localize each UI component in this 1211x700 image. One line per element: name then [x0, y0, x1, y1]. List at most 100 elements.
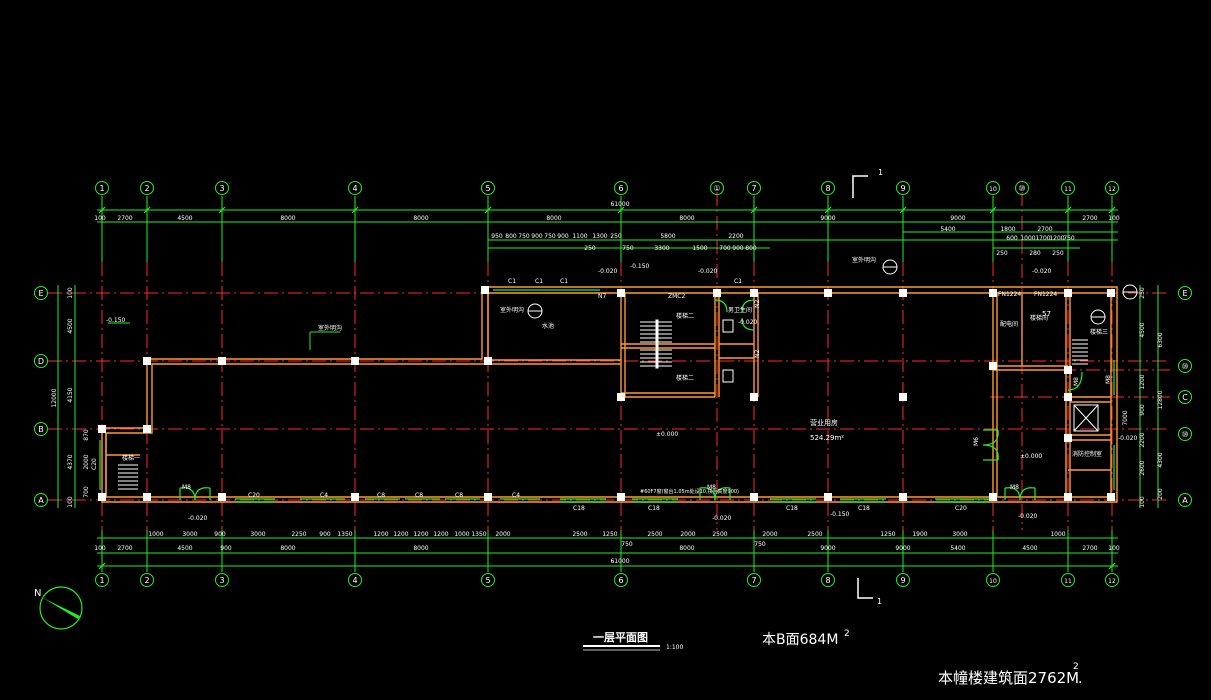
- c4-2: C4: [512, 492, 520, 499]
- level-m0150-top: -0.150: [630, 263, 650, 270]
- axis-bubble-left-3-label: A: [38, 496, 44, 505]
- right-dim-4: 1200: [1139, 374, 1146, 389]
- axis-bubble-bottom-9-label: 10: [989, 578, 997, 585]
- drain-label-left: 室外明沟: [318, 324, 342, 332]
- top-detail-21: 3300: [654, 245, 669, 252]
- axis-bubble-right-3: ⑩: [1178, 427, 1192, 441]
- top-span-7: 9000: [820, 215, 835, 222]
- building-area-sup: 2: [1073, 662, 1079, 672]
- section-mark-top: 1: [878, 168, 883, 177]
- left-dim-2: 4150: [67, 387, 74, 402]
- c18-1: C18: [573, 505, 585, 512]
- left-dim-4: 12000: [51, 388, 58, 407]
- axis-bubble-top-12: 11: [1061, 181, 1075, 195]
- column-11: [351, 357, 359, 365]
- column-26: [484, 493, 492, 501]
- axis-bubble-top-4: 5: [481, 181, 495, 195]
- stair1-label: 楼梯二: [676, 312, 694, 320]
- column-18: [1064, 393, 1072, 401]
- left-dim-3: 4370: [67, 454, 74, 469]
- column-25: [351, 493, 359, 501]
- axis-bubble-right-3-label: ⑩: [1181, 430, 1188, 439]
- column-14: [750, 393, 758, 401]
- c1-3: C1: [560, 278, 568, 285]
- dimension-texts: 61000 100 2700 4500 8000 8000 8000 8000 …: [94, 201, 1120, 565]
- bottom-detail-16: 2500: [647, 531, 662, 538]
- axis-bubble-top-10: 10: [986, 181, 1000, 195]
- lift-shaft: [1073, 404, 1099, 432]
- bottom-span-3: 900: [220, 545, 232, 552]
- top-detail-18: 750: [1063, 235, 1075, 242]
- axis-bubble-top-11-label: ⑩: [1018, 184, 1025, 193]
- column-12: [484, 357, 492, 365]
- level-m0020-top2: -0.020: [698, 268, 718, 275]
- building-area-suffix: .: [1078, 671, 1082, 687]
- area-note-sup: 2: [844, 629, 850, 639]
- axis-bubble-bottom-10: 11: [1061, 573, 1075, 587]
- bottom-detail-2: 900: [214, 531, 226, 538]
- walls: [101, 286, 1118, 503]
- column-28: [750, 493, 758, 501]
- axis-bubble-top-1-label: 2: [144, 184, 149, 193]
- column-7: [1064, 289, 1072, 297]
- title-block: 一层平面图 1:100: [583, 631, 683, 651]
- level-m0020-top3: -0.020: [1032, 268, 1052, 275]
- column-31: [989, 493, 997, 501]
- column-10: [218, 357, 226, 365]
- drawing-title: 一层平面图: [593, 631, 648, 644]
- left-dim-8: 700: [83, 486, 90, 498]
- bottom-detail-5: 900: [319, 531, 331, 538]
- column-3: [750, 289, 758, 297]
- door-m8-mid: [699, 487, 731, 501]
- top-detail-26: 250: [996, 250, 1008, 257]
- right-dimension-texts: 250 4500 12800 6300 1200 900 2200 4300 2…: [1122, 287, 1164, 508]
- bottom-detail-7: 1200: [373, 531, 388, 538]
- level-m0150-left: -0.150: [106, 317, 126, 324]
- axis-bubble-bottom-11-label: 12: [1108, 578, 1116, 585]
- top-span-10: 100: [1108, 215, 1120, 222]
- c20-1: C20: [248, 492, 260, 499]
- axis-bubble-bottom-2: 3: [215, 573, 229, 587]
- room-area-label: 524.29m²: [810, 434, 844, 442]
- axis-bubble-bottom-4-label: 5: [485, 576, 490, 585]
- axis-bubble-top-12-label: 11: [1064, 186, 1072, 193]
- stair2-label: 楼梯三: [1090, 328, 1108, 336]
- c20-2: C20: [955, 505, 967, 512]
- top-detail-20: 750: [622, 245, 634, 252]
- bottom-span-5: 8000: [413, 545, 428, 552]
- section-cut-top: [852, 175, 868, 198]
- c8-1: C8: [377, 492, 385, 499]
- right-dim-6: 2200: [1139, 432, 1146, 447]
- column-23: [143, 493, 151, 501]
- right-dim-10: 200: [1157, 488, 1164, 500]
- bottom-detail-20: 2500: [807, 531, 822, 538]
- drawing-scale: 1:100: [666, 644, 683, 651]
- bottom-detail-12: 1350: [471, 531, 486, 538]
- bottom-detail-15: 1250: [602, 531, 617, 538]
- column-29: [824, 493, 832, 501]
- c1-4: C1: [734, 278, 742, 285]
- axis-bubble-top-3-label: 4: [352, 184, 357, 193]
- axis-bubble-bottom-2-label: 3: [219, 576, 224, 585]
- axis-bubble-top-0: 1: [95, 181, 109, 195]
- top-span-8: 9000: [950, 215, 965, 222]
- column-27: [617, 493, 625, 501]
- bottom-span-1: 2700: [117, 545, 132, 552]
- bottom-span-12: 4500: [1022, 545, 1037, 552]
- building-area-note: 本幢楼建筑面2762M: [938, 669, 1079, 687]
- n2-1: N2: [754, 300, 761, 308]
- column-15: [899, 393, 907, 401]
- top-detail-3: 900: [531, 233, 543, 240]
- axis-bubble-bottom-3-label: 4: [352, 576, 357, 585]
- level-m0020-left: -0.020: [188, 515, 208, 522]
- c4-1: C4: [320, 492, 328, 499]
- top-detail-15: 1000: [1020, 235, 1035, 242]
- bottom-detail-0: 1000: [148, 531, 163, 538]
- bottom-detail-4: 2250: [291, 531, 306, 538]
- toilet-label: 男卫生间: [728, 306, 752, 314]
- top-detail-19: 250: [584, 245, 596, 252]
- top-detail-5: 900: [557, 233, 569, 240]
- electric-label: 配电间: [1000, 320, 1018, 328]
- right-dim-0: 250: [1139, 287, 1146, 299]
